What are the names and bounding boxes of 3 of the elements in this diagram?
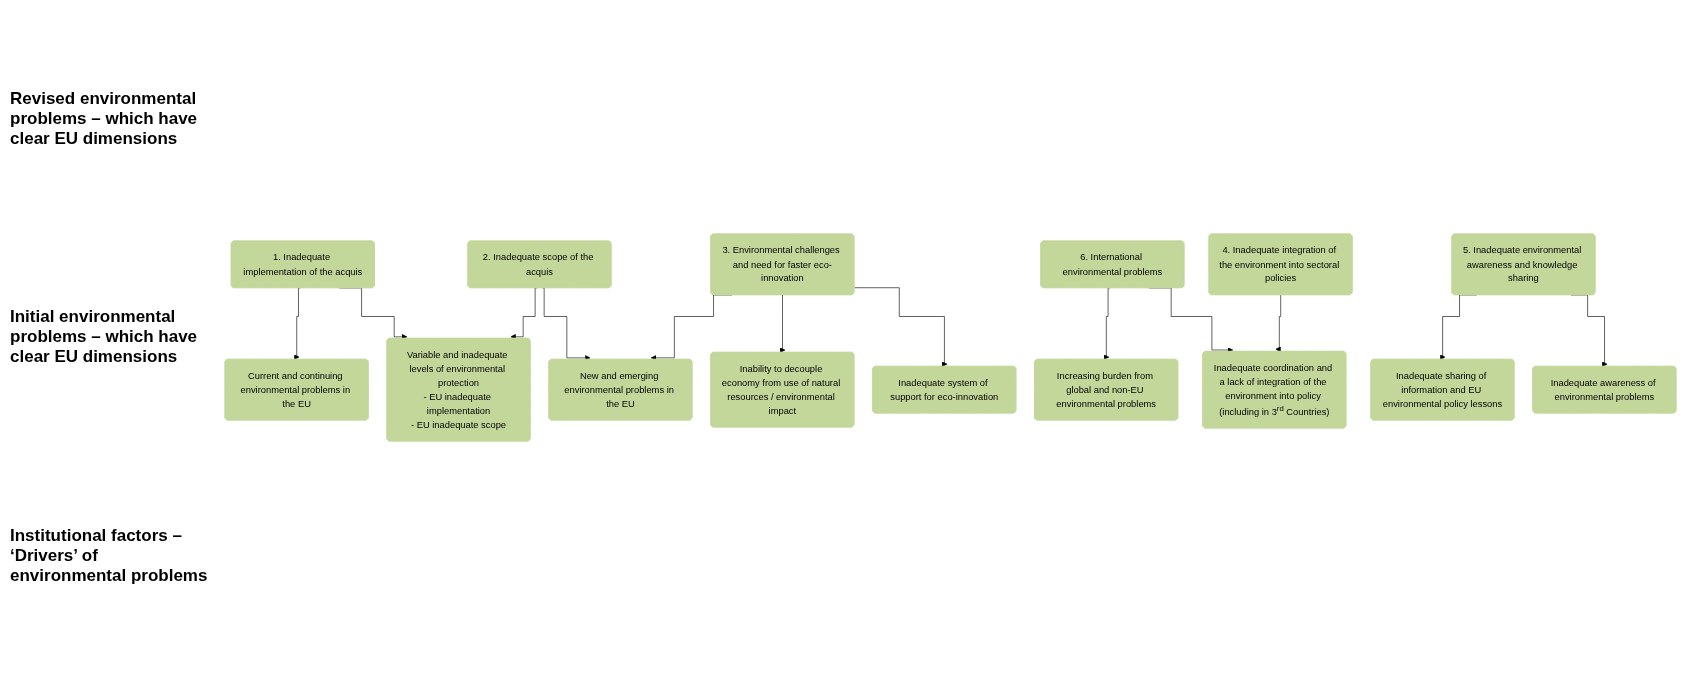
row-heading: Revised environmental problems – which have clear EU dimensions [10,89,199,150]
row-heading: Institutional factors – ‘Drivers’ of environmental problems [10,525,209,586]
row-heading: Initial environmental problems – which have clear EU dimensions [10,307,199,368]
